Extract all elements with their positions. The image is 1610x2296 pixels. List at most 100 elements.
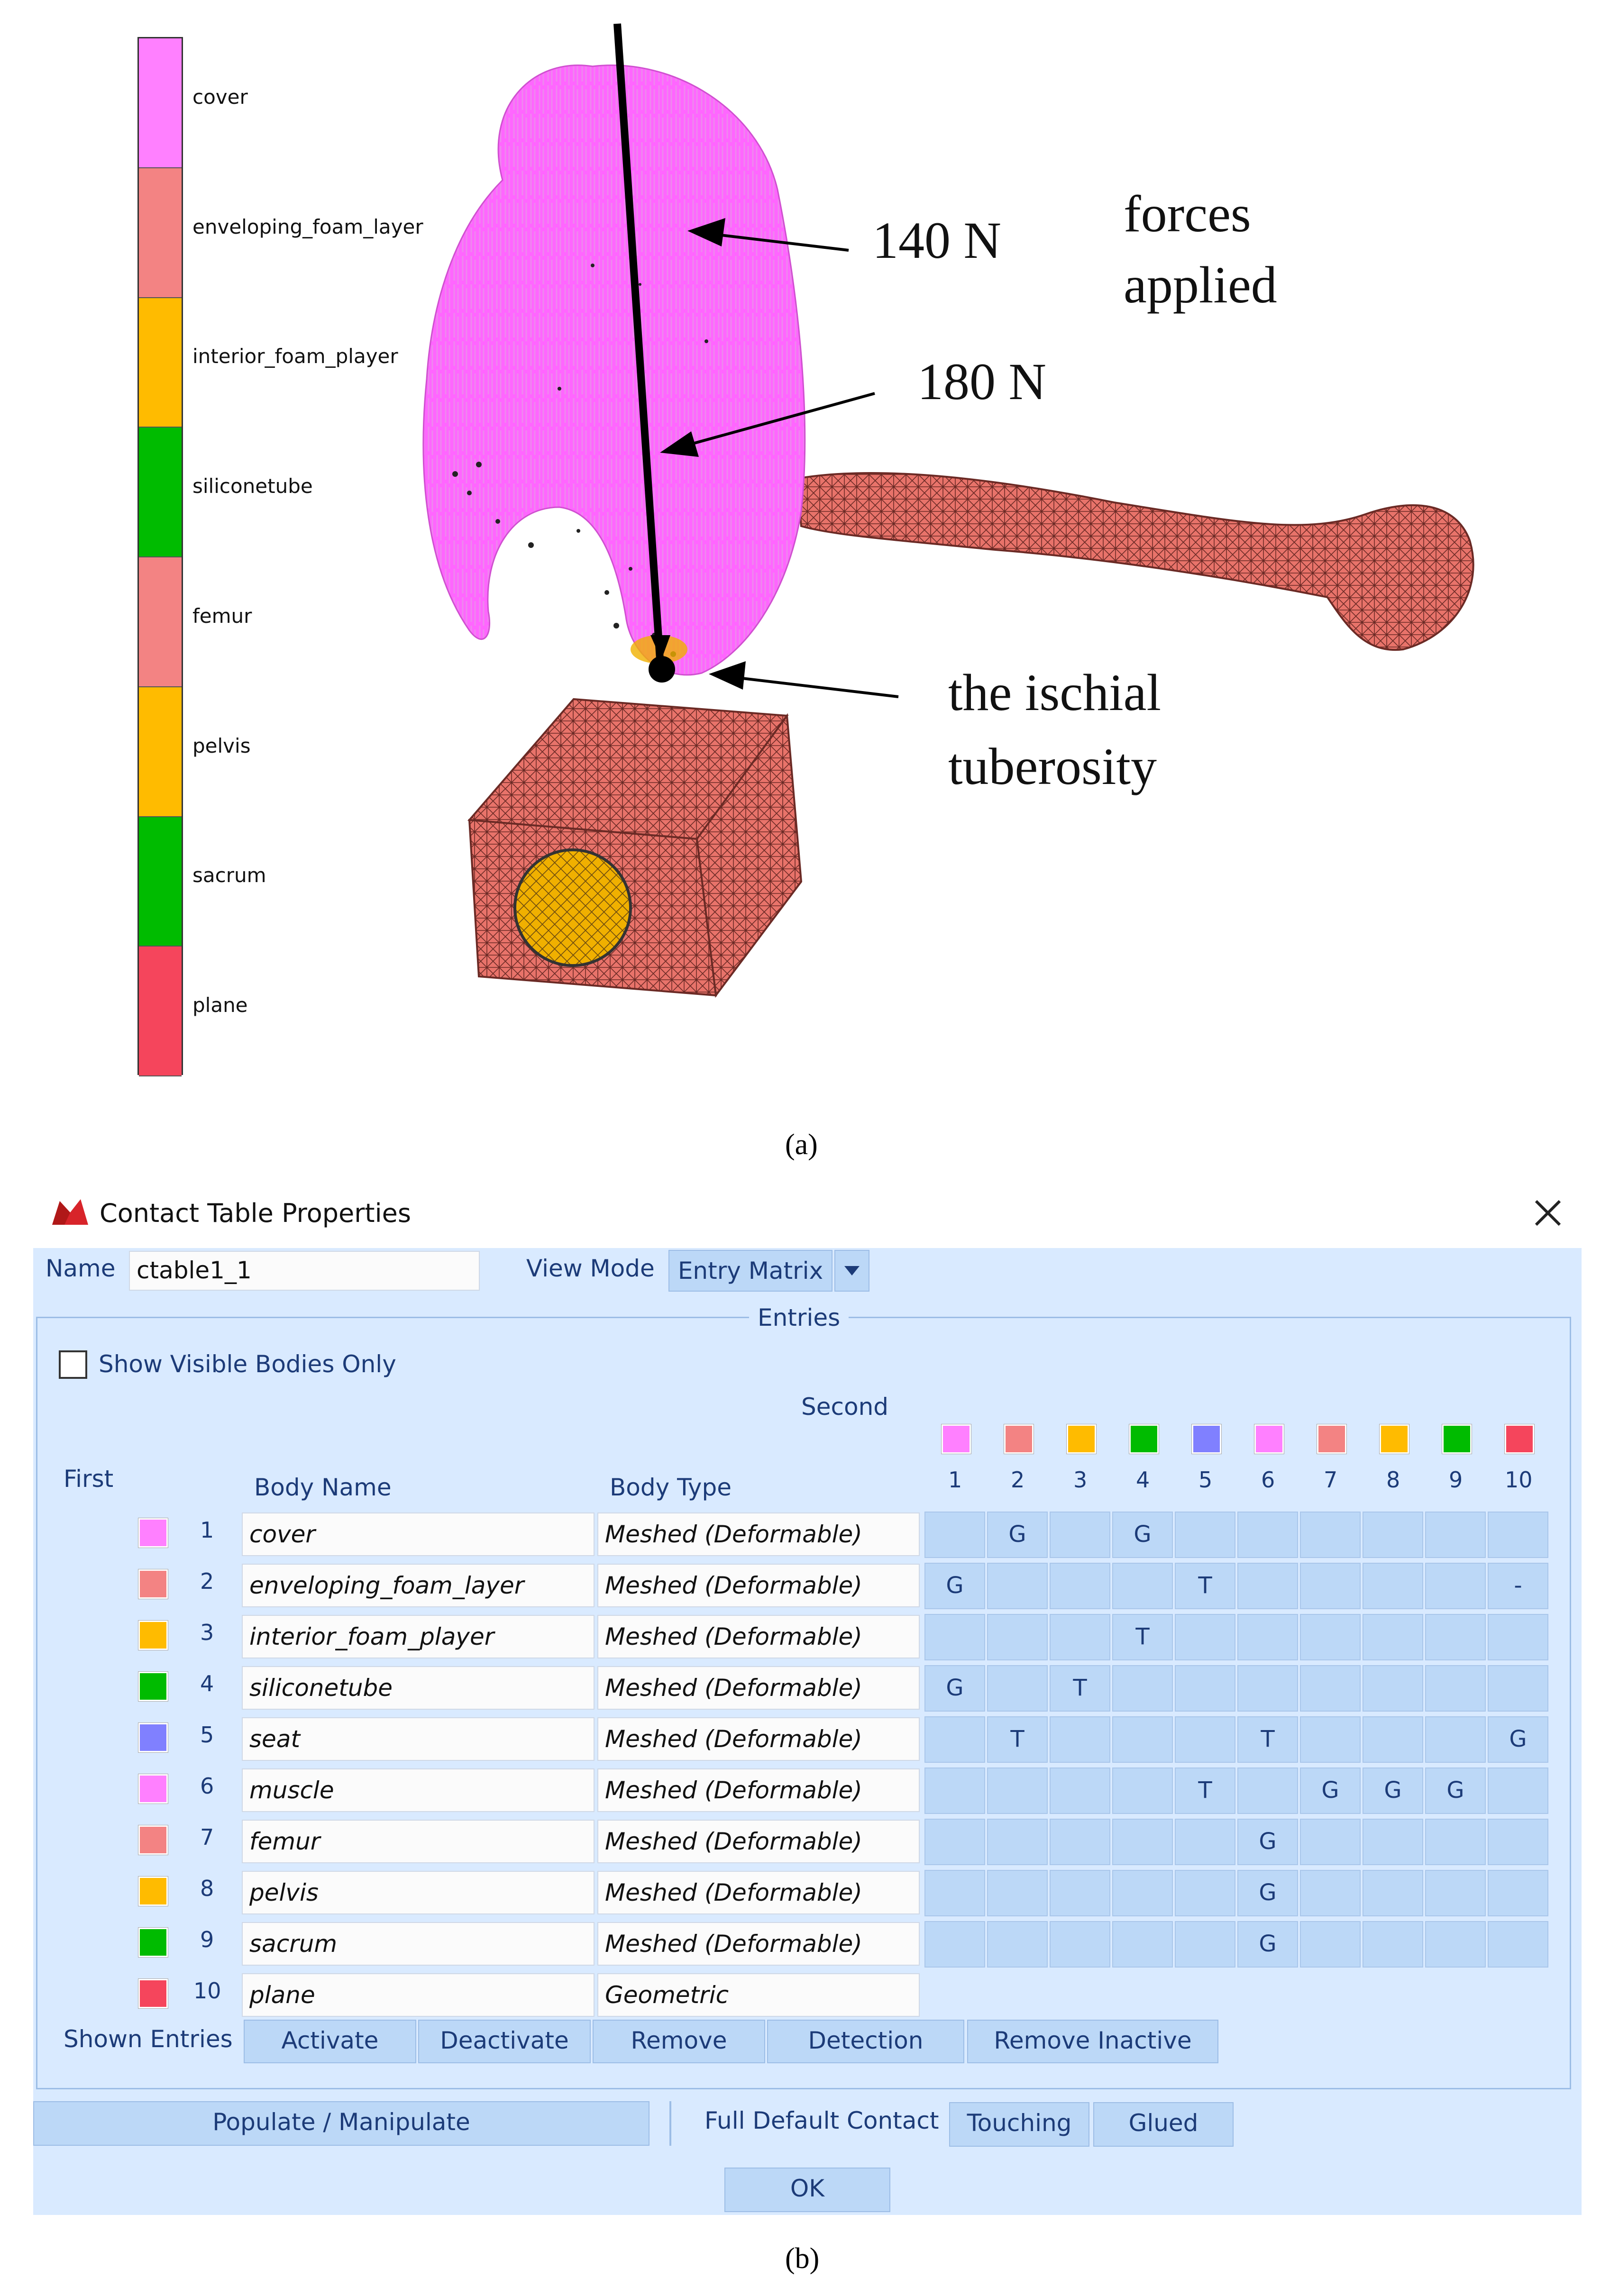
populate-manipulate-button[interactable]: Populate / Manipulate xyxy=(33,2101,649,2146)
contact-cell[interactable]: G xyxy=(1363,1768,1423,1814)
body-name-field[interactable]: femur xyxy=(242,1820,595,1863)
contact-cell[interactable]: G xyxy=(1300,1768,1361,1814)
contact-cell[interactable] xyxy=(1363,1665,1423,1712)
touching-button[interactable]: Touching xyxy=(949,2102,1089,2147)
detection-button[interactable]: Detection xyxy=(767,2020,964,2063)
contact-cell[interactable] xyxy=(1300,1563,1361,1609)
contact-cell[interactable] xyxy=(1363,1614,1423,1660)
contact-cell[interactable]: G xyxy=(1237,1870,1298,1916)
contact-cell[interactable]: - xyxy=(1488,1563,1548,1609)
body-type-field[interactable]: Meshed (Deformable) xyxy=(597,1666,920,1710)
contact-cell[interactable] xyxy=(1425,1614,1486,1660)
contact-cell[interactable] xyxy=(987,1819,1048,1865)
contact-cell[interactable]: T xyxy=(1050,1665,1110,1712)
contact-cell[interactable] xyxy=(1175,1716,1235,1763)
contact-cell[interactable] xyxy=(1050,1921,1110,1968)
contact-cell[interactable] xyxy=(924,1870,985,1916)
body-name-field[interactable]: cover xyxy=(242,1512,595,1556)
contact-cell[interactable]: G xyxy=(987,1512,1048,1558)
body-name-field[interactable]: siliconetube xyxy=(242,1666,595,1710)
view-mode-select[interactable]: Entry Matrix xyxy=(668,1250,832,1292)
body-type-field[interactable]: Meshed (Deformable) xyxy=(597,1922,920,1966)
contact-cell[interactable] xyxy=(1175,1614,1235,1660)
contact-cell[interactable] xyxy=(1300,1614,1361,1660)
contact-cell[interactable] xyxy=(1237,1665,1298,1712)
contact-cell[interactable] xyxy=(1488,1512,1548,1558)
body-type-field[interactable]: Meshed (Deformable) xyxy=(597,1512,920,1556)
contact-cell[interactable] xyxy=(1112,1716,1173,1763)
glued-button[interactable]: Glued xyxy=(1093,2102,1234,2147)
contact-cell[interactable] xyxy=(1300,1921,1361,1968)
contact-cell[interactable] xyxy=(1488,1614,1548,1660)
contact-cell[interactable] xyxy=(924,1512,985,1558)
contact-cell[interactable] xyxy=(1425,1819,1486,1865)
ok-button[interactable]: OK xyxy=(724,2168,890,2212)
remove-inactive-button[interactable]: Remove Inactive xyxy=(967,2020,1218,2063)
contact-cell[interactable] xyxy=(987,1768,1048,1814)
body-name-field[interactable]: enveloping_foam_layer xyxy=(242,1564,595,1607)
contact-cell[interactable] xyxy=(1488,1921,1548,1968)
contact-cell[interactable] xyxy=(1363,1716,1423,1763)
view-mode-dropdown[interactable] xyxy=(834,1250,869,1292)
contact-cell[interactable] xyxy=(1425,1665,1486,1712)
contact-cell[interactable] xyxy=(1425,1870,1486,1916)
body-type-field[interactable]: Meshed (Deformable) xyxy=(597,1564,920,1607)
contact-cell[interactable]: G xyxy=(1112,1512,1173,1558)
contact-cell[interactable]: G xyxy=(1488,1716,1548,1763)
body-type-field[interactable]: Geometric xyxy=(597,1973,920,2017)
contact-cell[interactable] xyxy=(924,1768,985,1814)
body-name-field[interactable]: sacrum xyxy=(242,1922,595,1966)
contact-cell[interactable] xyxy=(1488,1665,1548,1712)
contact-cell[interactable] xyxy=(1363,1921,1423,1968)
contact-cell[interactable] xyxy=(1363,1819,1423,1865)
contact-cell[interactable] xyxy=(924,1716,985,1763)
contact-cell[interactable] xyxy=(1425,1512,1486,1558)
contact-cell[interactable] xyxy=(1488,1819,1548,1865)
contact-cell[interactable] xyxy=(987,1921,1048,1968)
contact-cell[interactable] xyxy=(1050,1716,1110,1763)
contact-cell[interactable] xyxy=(1300,1819,1361,1865)
contact-cell[interactable] xyxy=(1300,1870,1361,1916)
contact-cell[interactable] xyxy=(1425,1921,1486,1968)
contact-cell[interactable] xyxy=(1112,1921,1173,1968)
body-type-field[interactable]: Meshed (Deformable) xyxy=(597,1820,920,1863)
contact-cell[interactable] xyxy=(1050,1819,1110,1865)
body-type-field[interactable]: Meshed (Deformable) xyxy=(597,1871,920,1914)
contact-cell[interactable] xyxy=(1112,1563,1173,1609)
contact-cell[interactable] xyxy=(1237,1614,1298,1660)
contact-cell[interactable] xyxy=(1237,1512,1298,1558)
contact-cell[interactable] xyxy=(1237,1563,1298,1609)
contact-cell[interactable]: G xyxy=(924,1563,985,1609)
contact-cell[interactable] xyxy=(1363,1563,1423,1609)
contact-cell[interactable] xyxy=(1175,1870,1235,1916)
close-icon[interactable] xyxy=(1532,1197,1564,1229)
deactivate-button[interactable]: Deactivate xyxy=(418,2020,591,2063)
body-name-field[interactable]: interior_foam_player xyxy=(242,1615,595,1658)
contact-cell[interactable] xyxy=(1112,1819,1173,1865)
contact-cell[interactable] xyxy=(924,1819,985,1865)
contact-cell[interactable] xyxy=(1050,1870,1110,1916)
contact-cell[interactable]: T xyxy=(1237,1716,1298,1763)
contact-cell[interactable] xyxy=(1488,1768,1548,1814)
contact-cell[interactable]: T xyxy=(1175,1563,1235,1609)
contact-cell[interactable] xyxy=(1425,1563,1486,1609)
contact-cell[interactable] xyxy=(1300,1716,1361,1763)
contact-cell[interactable] xyxy=(1050,1512,1110,1558)
body-name-field[interactable]: pelvis xyxy=(242,1871,595,1914)
body-type-field[interactable]: Meshed (Deformable) xyxy=(597,1768,920,1812)
contact-cell[interactable] xyxy=(1175,1665,1235,1712)
contact-cell[interactable] xyxy=(1175,1512,1235,1558)
contact-cell[interactable] xyxy=(1488,1870,1548,1916)
body-name-field[interactable]: muscle xyxy=(242,1768,595,1812)
contact-cell[interactable] xyxy=(987,1665,1048,1712)
contact-cell[interactable] xyxy=(1363,1512,1423,1558)
contact-cell[interactable] xyxy=(1050,1563,1110,1609)
activate-button[interactable]: Activate xyxy=(244,2020,416,2063)
contact-cell[interactable] xyxy=(1300,1665,1361,1712)
contact-cell[interactable]: T xyxy=(1175,1768,1235,1814)
name-input[interactable]: ctable1_1 xyxy=(129,1251,480,1291)
contact-cell[interactable] xyxy=(924,1921,985,1968)
show-visible-checkbox[interactable] xyxy=(59,1350,87,1379)
body-name-field[interactable]: plane xyxy=(242,1973,595,2017)
contact-cell[interactable] xyxy=(987,1563,1048,1609)
